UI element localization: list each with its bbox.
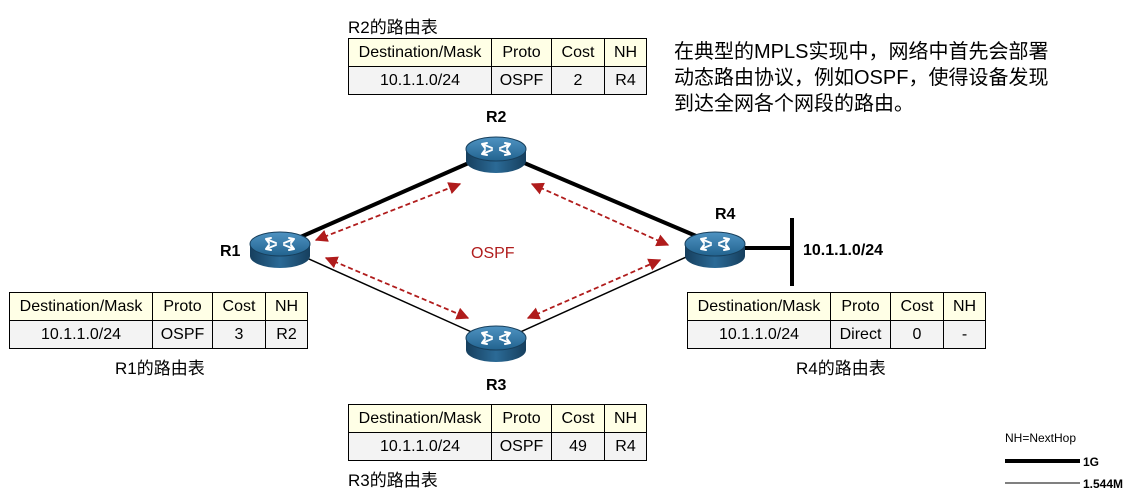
table-row: 10.1.1.0/24 OSPF 49 R4 bbox=[348, 432, 647, 461]
cell-nh: R4 bbox=[604, 432, 647, 461]
link-r1-r2 bbox=[279, 149, 497, 248]
cell-dest: 10.1.1.0/24 bbox=[9, 320, 153, 349]
link-r2-r4 bbox=[495, 149, 716, 246]
r4-table-caption: R4的路由表 bbox=[796, 359, 886, 378]
cell-cost: 49 bbox=[551, 432, 605, 461]
cell-nh: R2 bbox=[265, 320, 308, 349]
link-r1-r3 bbox=[279, 245, 497, 344]
cell-proto: OSPF bbox=[152, 320, 213, 349]
header-nh: NH bbox=[604, 404, 647, 433]
table-row: 10.1.1.0/24 OSPF 3 R2 bbox=[9, 320, 308, 349]
header-nh: NH bbox=[604, 38, 647, 67]
header-proto: Proto bbox=[830, 292, 891, 321]
ospf-arrow-r3-r4 bbox=[526, 258, 662, 320]
header-nh: NH bbox=[265, 292, 308, 321]
cell-dest: 10.1.1.0/24 bbox=[687, 320, 831, 349]
router-r1-icon[interactable] bbox=[249, 231, 311, 269]
description-text: 在典型的MPLS实现中，网络中首先会部署动态路由协议，例如OSPF，使得设备发现… bbox=[674, 41, 1049, 115]
router-r3-label: R3 bbox=[486, 377, 507, 394]
header-proto: Proto bbox=[152, 292, 213, 321]
cell-nh: R4 bbox=[604, 66, 647, 95]
cell-dest: 10.1.1.0/24 bbox=[348, 66, 492, 95]
r3-routing-table: Destination/Mask Proto Cost NH 10.1.1.0/… bbox=[348, 404, 647, 461]
cell-cost: 2 bbox=[551, 66, 605, 95]
header-dest: Destination/Mask bbox=[348, 38, 492, 67]
ospf-arrow-r1-r2 bbox=[314, 182, 462, 242]
cell-proto: Direct bbox=[830, 320, 891, 349]
legend-thin-label: 1.544M bbox=[1083, 477, 1124, 491]
r1-routing-table: Destination/Mask Proto Cost NH 10.1.1.0/… bbox=[9, 292, 308, 349]
header-dest: Destination/Mask bbox=[9, 292, 153, 321]
header-dest: Destination/Mask bbox=[348, 404, 492, 433]
table-header-row: Destination/Mask Proto Cost NH bbox=[348, 38, 647, 67]
header-cost: Cost bbox=[551, 404, 605, 433]
r3-table-caption: R3的路由表 bbox=[348, 471, 438, 490]
legend-nh-note: NH=NextHop bbox=[1005, 431, 1077, 445]
protocol-label: OSPF bbox=[471, 245, 515, 262]
table-header-row: Destination/Mask Proto Cost NH bbox=[348, 404, 647, 433]
cell-proto: OSPF bbox=[491, 432, 552, 461]
link-r3-r4 bbox=[495, 243, 716, 344]
legend-thick-label: 1G bbox=[1083, 455, 1100, 469]
cell-cost: 0 bbox=[890, 320, 944, 349]
router-r2-label: R2 bbox=[486, 109, 507, 126]
r2-table-caption: R2的路由表 bbox=[348, 18, 438, 37]
r1-table-caption: R1的路由表 bbox=[115, 359, 205, 378]
ospf-arrow-r1-r3 bbox=[324, 256, 470, 320]
cell-proto: OSPF bbox=[491, 66, 552, 95]
header-cost: Cost bbox=[212, 292, 266, 321]
router-r4-label: R4 bbox=[715, 206, 736, 223]
table-row: 10.1.1.0/24 Direct 0 - bbox=[687, 320, 986, 349]
router-r2-icon[interactable] bbox=[465, 136, 527, 174]
table-row: 10.1.1.0/24 OSPF 2 R4 bbox=[348, 66, 647, 95]
header-proto: Proto bbox=[491, 404, 552, 433]
ospf-arrow-r2-r4 bbox=[530, 182, 670, 247]
r4-routing-table: Destination/Mask Proto Cost NH 10.1.1.0/… bbox=[687, 292, 986, 349]
cell-dest: 10.1.1.0/24 bbox=[348, 432, 492, 461]
cell-nh: - bbox=[943, 320, 986, 349]
network-label: 10.1.1.0/24 bbox=[803, 242, 884, 259]
cell-cost: 3 bbox=[212, 320, 266, 349]
r2-routing-table: Destination/Mask Proto Cost NH 10.1.1.0/… bbox=[348, 38, 647, 95]
header-proto: Proto bbox=[491, 38, 552, 67]
router-r1-label: R1 bbox=[220, 243, 241, 260]
header-nh: NH bbox=[943, 292, 986, 321]
router-r4-icon[interactable] bbox=[684, 231, 746, 269]
header-dest: Destination/Mask bbox=[687, 292, 831, 321]
header-cost: Cost bbox=[551, 38, 605, 67]
header-cost: Cost bbox=[890, 292, 944, 321]
router-r3-icon[interactable] bbox=[465, 325, 527, 363]
table-header-row: Destination/Mask Proto Cost NH bbox=[9, 292, 308, 321]
table-header-row: Destination/Mask Proto Cost NH bbox=[687, 292, 986, 321]
